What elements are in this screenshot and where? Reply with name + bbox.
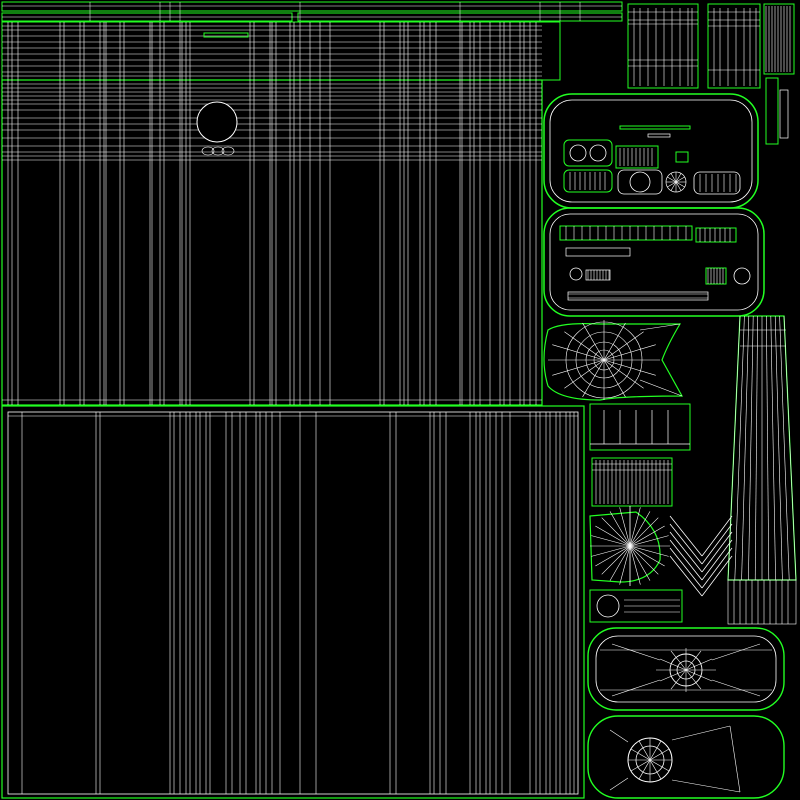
- comb-island: [589, 403, 691, 507]
- bottom-rounded-island: [587, 715, 785, 799]
- small-button-island: [589, 589, 683, 623]
- chevron-strips: [669, 515, 733, 597]
- circle-island-upper: [196, 101, 238, 143]
- fan-island: [589, 506, 670, 586]
- top-right-islands: [627, 3, 795, 145]
- device-panel-2: [543, 207, 765, 317]
- tall-column-island: [727, 315, 797, 625]
- capsule-island: [587, 627, 785, 711]
- device-panel-1: [543, 93, 759, 209]
- lower-large-panel: [1, 405, 585, 799]
- top-strips: [1, 1, 623, 22]
- radial-island-1: [543, 320, 684, 401]
- upper-large-panel: [1, 21, 561, 406]
